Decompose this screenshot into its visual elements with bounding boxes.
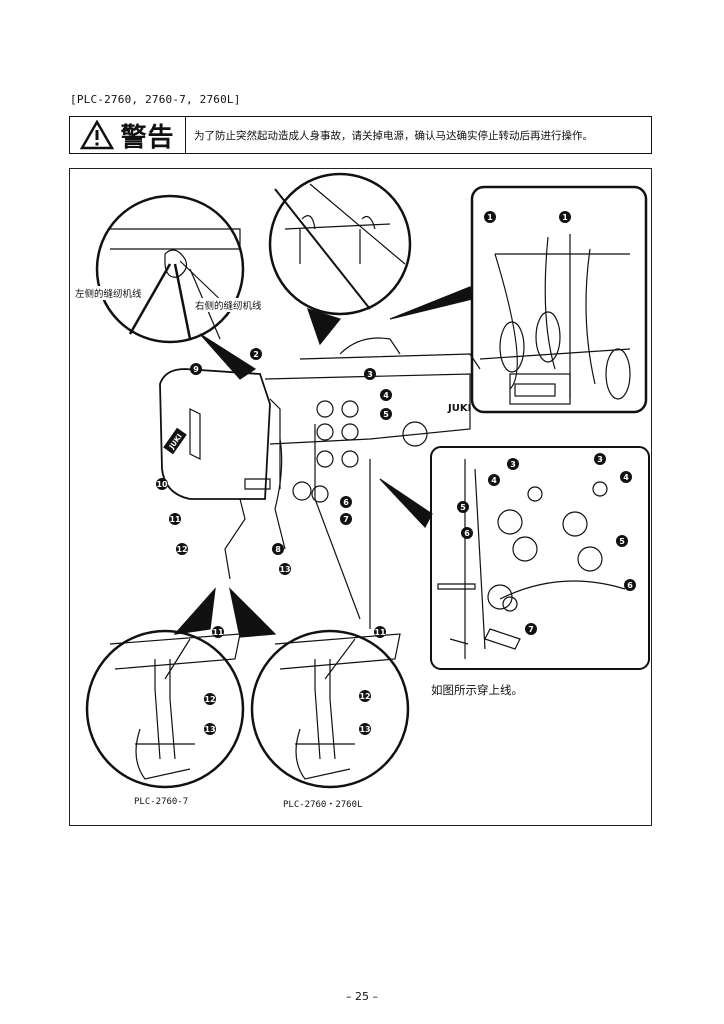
svg-text:3: 3 bbox=[597, 455, 603, 464]
callout-2: 2 bbox=[250, 348, 262, 360]
svg-text:4: 4 bbox=[383, 391, 389, 400]
svg-text:5: 5 bbox=[460, 503, 466, 512]
svg-text:7: 7 bbox=[343, 515, 349, 524]
svg-text:2: 2 bbox=[253, 350, 259, 359]
svg-text:6: 6 bbox=[627, 581, 633, 590]
threading-figure: 1 1 2 3 4 5 6 7 8 9 10 11 12 13 3 4 3 4 … bbox=[69, 168, 652, 826]
callout-1b: 1 bbox=[559, 211, 571, 223]
svg-text:10: 10 bbox=[156, 480, 168, 489]
thread-right-label: 右侧的缝纫机线 bbox=[194, 298, 263, 312]
callout-1: 1 bbox=[484, 211, 496, 223]
callout-13: 13 bbox=[279, 563, 291, 575]
callout-7: 7 bbox=[340, 513, 352, 525]
svg-text:6: 6 bbox=[464, 529, 470, 538]
svg-text:6: 6 bbox=[343, 498, 349, 507]
thread-stand-inset bbox=[470, 185, 648, 414]
svg-text:13: 13 bbox=[204, 725, 215, 734]
callout-inset-6a: 6 bbox=[461, 527, 473, 539]
callout-left-13: 13 bbox=[204, 723, 216, 735]
svg-text:13: 13 bbox=[359, 725, 370, 734]
callout-inset-7: 7 bbox=[525, 623, 537, 635]
callout-badges: 1 1 2 3 4 5 6 7 8 9 10 11 12 13 3 4 3 4 … bbox=[156, 211, 636, 735]
svg-text:4: 4 bbox=[491, 476, 497, 485]
threading-illustration: 1 1 2 3 4 5 6 7 8 9 10 11 12 13 3 4 3 4 … bbox=[85, 172, 650, 789]
callout-6: 6 bbox=[340, 496, 352, 508]
svg-text:3: 3 bbox=[367, 370, 373, 379]
callout-right-11: 11 bbox=[374, 626, 386, 638]
svg-text:1: 1 bbox=[487, 213, 493, 222]
callout-11: 11 bbox=[169, 513, 181, 525]
svg-text:3: 3 bbox=[510, 460, 516, 469]
svg-text:12: 12 bbox=[176, 545, 187, 554]
callout-3: 3 bbox=[364, 368, 376, 380]
detail-circle-thread-guide bbox=[95, 194, 245, 344]
callout-inset-5b: 5 bbox=[616, 535, 628, 547]
page-number: – 25 – bbox=[346, 990, 378, 1003]
callout-12: 12 bbox=[176, 543, 188, 555]
callout-right-13: 13 bbox=[359, 723, 371, 735]
callout-8: 8 bbox=[272, 543, 284, 555]
svg-text:11: 11 bbox=[374, 628, 386, 637]
svg-text:4: 4 bbox=[623, 473, 629, 482]
detail-circle-thread-stand bbox=[268, 172, 412, 316]
callout-left-12: 12 bbox=[204, 693, 216, 705]
svg-text:8: 8 bbox=[275, 545, 281, 554]
figure-caption: 如图所示穿上线。 bbox=[431, 683, 523, 697]
callout-10: 10 bbox=[156, 478, 168, 490]
juki-logo-face: JUKI bbox=[163, 427, 187, 455]
detail-circle-needle-plc-2760 bbox=[250, 629, 410, 789]
warning-label-cell: 警告 bbox=[70, 117, 186, 153]
warning-word: 警告 bbox=[120, 122, 175, 153]
machine-body bbox=[159, 337, 481, 629]
callout-inset-5a: 5 bbox=[457, 501, 469, 513]
callout-left-11: 11 bbox=[212, 626, 224, 638]
callout-inset-3a: 3 bbox=[507, 458, 519, 470]
callout-inset-4b: 4 bbox=[620, 471, 632, 483]
svg-text:13: 13 bbox=[279, 565, 290, 574]
svg-text:9: 9 bbox=[193, 365, 199, 374]
callout-right-12: 12 bbox=[359, 690, 371, 702]
svg-text:11: 11 bbox=[169, 515, 181, 524]
callout-inset-3b: 3 bbox=[594, 453, 606, 465]
model-label-plc-2760-7: PLC-2760-7 bbox=[134, 797, 189, 807]
svg-text:12: 12 bbox=[359, 692, 370, 701]
callout-4: 4 bbox=[380, 389, 392, 401]
svg-text:12: 12 bbox=[204, 695, 215, 704]
svg-text:5: 5 bbox=[619, 537, 625, 546]
callout-inset-6b: 6 bbox=[624, 579, 636, 591]
detail-circle-needle-plc-2760-7 bbox=[85, 629, 245, 789]
warning-triangle-icon bbox=[80, 120, 115, 150]
tension-detail-inset bbox=[430, 446, 650, 670]
juki-logo-arm: JUKI bbox=[447, 403, 471, 414]
svg-text:7: 7 bbox=[528, 625, 534, 634]
callout-inset-4a: 4 bbox=[488, 474, 500, 486]
model-label-plc-2760-2760l: PLC-2760・2760L bbox=[283, 800, 363, 810]
svg-text:1: 1 bbox=[562, 213, 568, 222]
svg-text:11: 11 bbox=[212, 628, 224, 637]
callout-5: 5 bbox=[380, 408, 392, 420]
warning-text: 为了防止突然起动造成人身事故，请关掉电源，确认马达确实停止转动后再进行操作。 bbox=[194, 129, 593, 142]
callout-9: 9 bbox=[190, 363, 202, 375]
thread-left-label: 左侧的缝纫机线 bbox=[74, 286, 143, 300]
svg-text:5: 5 bbox=[383, 410, 389, 419]
model-header: [PLC-2760, 2760-7, 2760L] bbox=[70, 93, 241, 106]
warning-box: 警告 为了防止突然起动造成人身事故，请关掉电源，确认马达确实停止转动后再进行操作… bbox=[69, 116, 652, 154]
